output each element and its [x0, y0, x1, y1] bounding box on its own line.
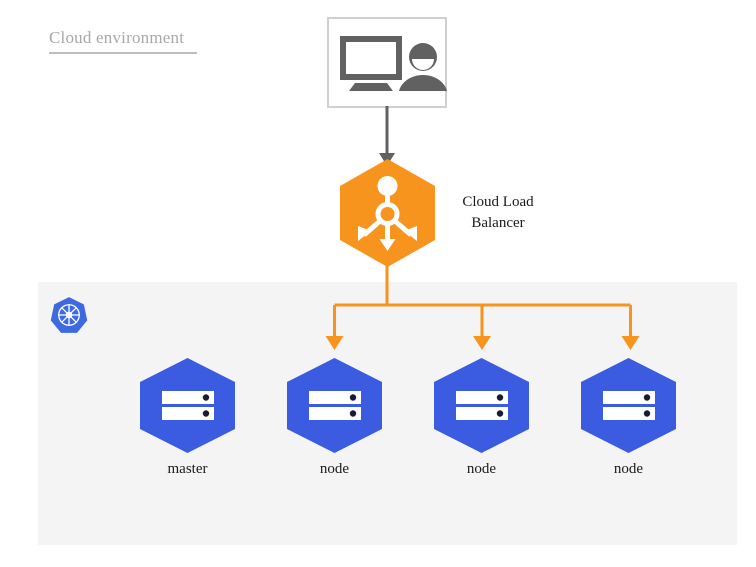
page-title: Cloud environment: [49, 28, 185, 47]
node-hexagon: [434, 358, 529, 453]
server-icon: [603, 391, 655, 420]
cluster-node-1[interactable]: node: [287, 358, 382, 477]
server-icon: [456, 391, 508, 420]
cloud-load-balancer-label: Cloud Load Balancer: [443, 192, 553, 234]
client-workstation-icons: [327, 17, 447, 108]
lb-label-line-1: Cloud Load: [462, 194, 534, 210]
cloud-load-balancer-node[interactable]: [340, 159, 435, 267]
node-hexagon: [287, 358, 382, 453]
node-label: node: [466, 461, 497, 477]
monitor-icon: [340, 36, 402, 91]
load-balancer-icon: [358, 176, 417, 251]
kubernetes-icon: [50, 296, 88, 334]
title-underline: [49, 52, 197, 54]
server-icon: [162, 391, 214, 420]
node-hexagon: [140, 358, 235, 453]
lb-label-line-2: Balancer: [471, 215, 525, 231]
cluster-node-2[interactable]: node: [434, 358, 529, 477]
node-hexagon: [581, 358, 676, 453]
loadbalancer-to-nodes-connectors: [320, 263, 650, 355]
server-icon: [309, 391, 361, 420]
node-label: node: [319, 461, 350, 477]
cluster-node-3[interactable]: node: [581, 358, 676, 477]
cluster-node-master[interactable]: master: [140, 358, 235, 477]
node-label: master: [167, 461, 208, 477]
node-label: node: [613, 461, 644, 477]
user-icon: [399, 43, 447, 91]
